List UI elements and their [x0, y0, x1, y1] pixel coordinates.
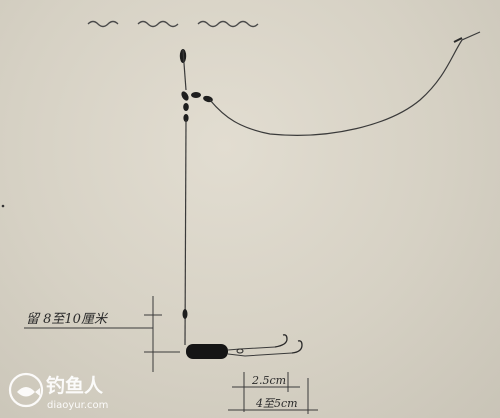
float-bead-2	[191, 92, 201, 98]
watermark: 钓鱼人 diaoyur.com	[8, 372, 108, 411]
sinker	[186, 344, 228, 359]
rod-line	[209, 31, 481, 136]
float-bead-1	[181, 91, 189, 101]
brand-url: diaoyur.com	[47, 400, 108, 411]
fish-logo-icon	[8, 372, 44, 408]
water-surface-line	[87, 20, 259, 28]
hook-lower	[291, 340, 303, 354]
swivel	[236, 348, 244, 354]
brand-name: 钓鱼人	[46, 374, 104, 397]
split-shot	[182, 309, 188, 319]
float-bead-5	[183, 114, 189, 122]
short-leader-label: 2.5cm	[251, 374, 286, 387]
leader-upper	[227, 346, 276, 351]
rod-tip	[453, 37, 463, 43]
fish-logo-body	[17, 387, 40, 397]
stray-mark	[1, 204, 5, 208]
hook-upper	[274, 334, 288, 348]
main-line-upper	[182, 49, 187, 91]
long-leader-label: 4至5cm	[255, 397, 298, 410]
distance-label: 留 8至10厘米	[26, 312, 109, 327]
leader-lower	[227, 352, 293, 357]
main-line	[184, 119, 187, 346]
float-bead-4	[183, 103, 189, 111]
